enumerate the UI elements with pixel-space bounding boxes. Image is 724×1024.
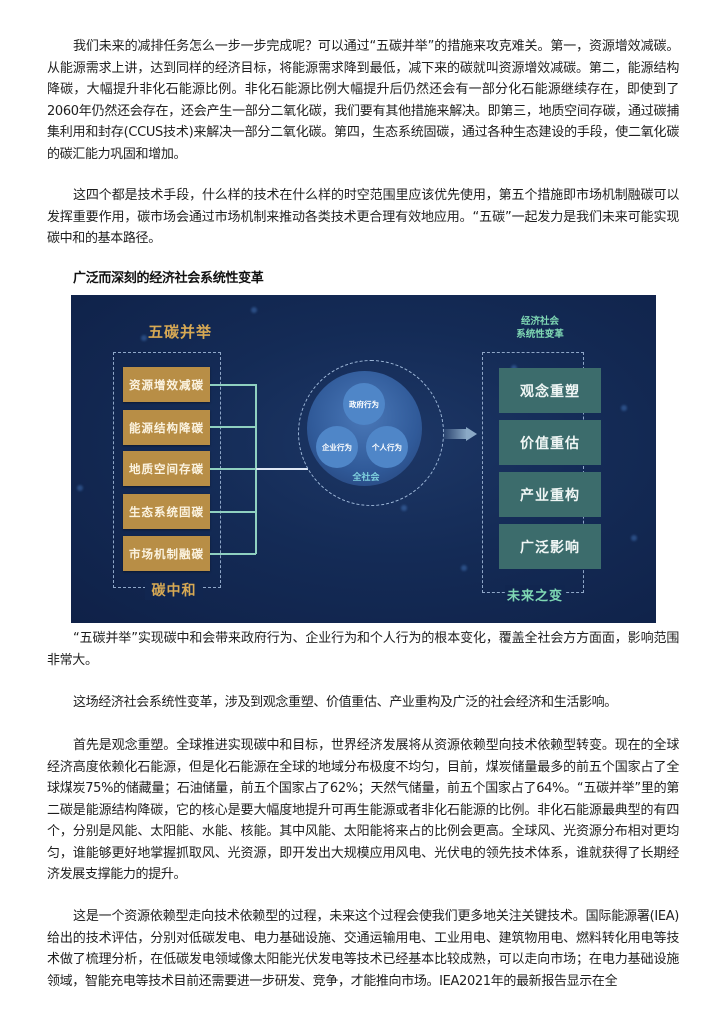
arrow-right-icon: [466, 427, 477, 441]
measure-box-market: 市场机制融碳: [123, 536, 210, 571]
measure-box-geology: 地质空间存碳: [123, 451, 210, 486]
carbon-neutral-label: 碳中和: [145, 580, 203, 600]
future-change-label: 未来之变: [505, 585, 565, 604]
paragraph-technical-means: 这四个都是技术手段，什么样的技术在什么样的时空范围里应该优先使用，第五个措施即市…: [47, 188, 679, 246]
connector-line: [210, 384, 256, 386]
change-box-impact: 广泛影响: [499, 524, 601, 569]
measure-box-ecosystem: 生态系统固碳: [123, 494, 210, 529]
change-box-concept: 观念重塑: [499, 368, 601, 413]
systemic-change-title: 经济社会 系统性变革: [490, 315, 590, 341]
individual-behavior-circle: 个人行为: [366, 426, 408, 468]
connector-line: [210, 426, 256, 428]
connector-line: [210, 511, 256, 513]
government-behavior-circle: 政府行为: [343, 383, 385, 425]
section-heading: 广泛而深刻的经济社会系统性变革: [73, 271, 264, 286]
change-box-industry: 产业重构: [499, 472, 601, 517]
systemic-change-title-line2: 系统性变革: [516, 329, 564, 340]
paragraph-technology-dependence: 这是一个资源依赖型走向技术依赖型的过程，未来这个过程会使我们更多地关注关键技术。…: [47, 909, 679, 989]
five-carbon-diagram: 五碳并举 资源增效减碳 能源结构降碳 地质空间存碳 生态系统固碳 市场机制融碳 …: [71, 295, 656, 623]
connector-arrow: [256, 468, 308, 470]
whole-society-label: 全社会: [352, 473, 380, 483]
transition-arrow-shaft: [443, 429, 467, 439]
systemic-change-title-line1: 经济社会: [520, 316, 559, 327]
enterprise-behavior-circle: 企业行为: [316, 426, 358, 468]
measure-box-energy: 能源结构降碳: [123, 410, 210, 445]
paragraph-five-carbon-measures: 我们未来的减排任务怎么一步一步完成呢？可以通过“五碳并举”的措施来攻克难关。第一…: [47, 39, 679, 162]
connector-line: [210, 468, 256, 470]
change-box-value: 价值重估: [499, 420, 601, 465]
measure-box-resource: 资源增效减碳: [123, 367, 210, 402]
connector-bracket: [255, 384, 257, 554]
connector-line: [210, 553, 256, 555]
paragraph-systemic-change: 这场经济社会系统性变革，涉及到观念重塑、价值重估、产业重构及广泛的社会经济和生活…: [73, 695, 617, 710]
paragraph-concept-reshaping: 首先是观念重塑。全球推进实现碳中和目标，世界经济发展将从资源依赖型向技术依赖型转…: [47, 738, 679, 882]
five-carbon-title: 五碳并举: [147, 323, 212, 341]
paragraph-behavior-change: “五碳并举”实现碳中和会带来政府行为、企业行为和个人行为的根本变化，覆盖全社会方…: [47, 631, 679, 668]
